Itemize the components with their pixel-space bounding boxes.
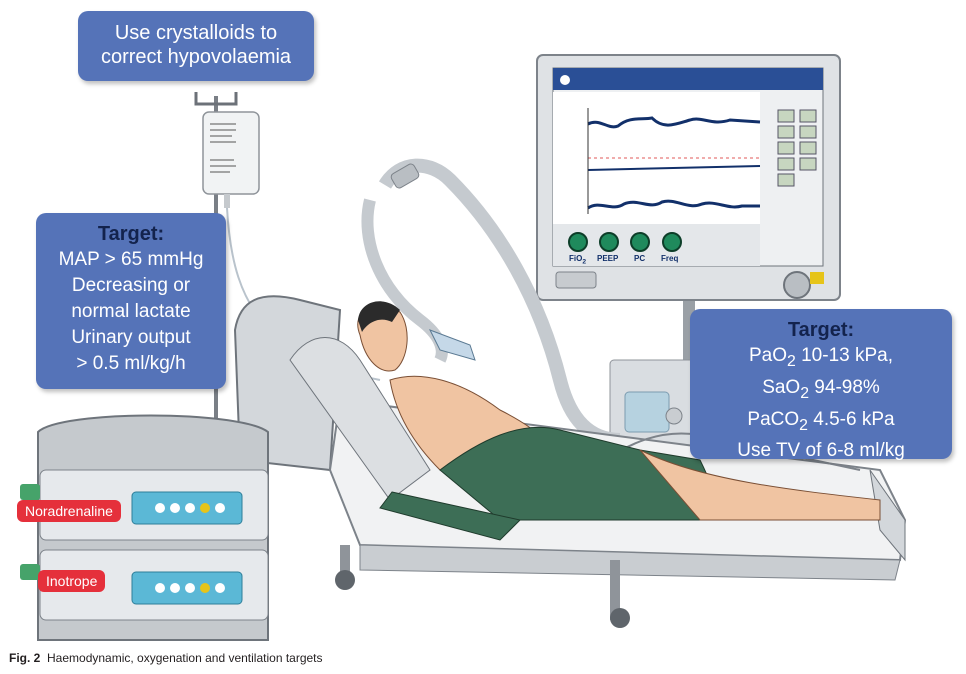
caption-text: Haemodynamic, oxygenation and ventilatio…	[47, 651, 323, 665]
target-tidal-volume: Use TV of 6-8 ml/kg	[737, 440, 905, 462]
pao2-prefix: PaO	[748, 345, 788, 366]
pump-label-inotrope: Inotrope	[38, 570, 106, 592]
monitor-knobs	[568, 232, 682, 252]
knob-label-freq: Freq	[661, 254, 679, 263]
pao2-sub: 2	[787, 352, 796, 370]
callout-crystalloids: Use crystalloids to correct hypovolaemia	[78, 11, 314, 81]
sao2-value: 94-98%	[809, 376, 880, 398]
callout-haemodynamic-target: Target: MAP > 65 mmHg Decreasing or norm…	[36, 213, 226, 389]
paco2-sub: 2	[799, 416, 808, 434]
callout-line: Use crystalloids to	[114, 22, 278, 44]
callout-line: Decreasing or	[71, 275, 191, 296]
fio2-prefix: FiO	[569, 254, 583, 263]
fio2-sub: 2	[582, 258, 587, 266]
callout-line: normal lactate	[71, 301, 191, 322]
sao2-prefix: SaO	[762, 376, 801, 398]
callout-line: Urinary output	[71, 327, 191, 348]
callout-header: Target:	[787, 319, 855, 341]
iv-bag-icon	[202, 111, 260, 208]
pump-label-noradrenaline: Noradrenaline	[17, 500, 121, 522]
paco2-value: 4.5-6 kPa	[807, 408, 895, 430]
caption-label: Fig. 2	[9, 651, 41, 665]
target-paco2: PaCO2 4.5-6 kPa	[690, 407, 952, 439]
paco2-prefix: PaCO	[747, 408, 800, 430]
callout-header: Target:	[97, 223, 165, 245]
sao2-sub: 2	[800, 384, 810, 402]
figure-caption: Fig. 2 Haemodynamic, oxygenation and ven…	[9, 651, 323, 665]
knob-label-peep: PEEP	[597, 254, 619, 263]
target-sao2: SaO2 94-98%	[690, 375, 952, 407]
callout-line: correct hypovolaemia	[100, 46, 292, 68]
pao2-value: 10-13 kPa,	[795, 345, 893, 366]
target-pao2: PaO2 10-13 kPa,	[690, 343, 952, 375]
callout-line: > 0.5 ml/kg/h	[76, 353, 186, 374]
patient-figure	[357, 301, 881, 541]
knob-label-pc: PC	[634, 254, 646, 263]
infusion-pump-stack	[20, 414, 269, 641]
monitor-side-buttons	[777, 109, 817, 187]
callout-ventilation-target: Target: PaO2 10-13 kPa, SaO2 94-98% PaCO…	[690, 309, 952, 461]
knob-label-fio2: FiO2	[569, 254, 586, 266]
callout-line: MAP > 65 mmHg	[58, 249, 204, 270]
